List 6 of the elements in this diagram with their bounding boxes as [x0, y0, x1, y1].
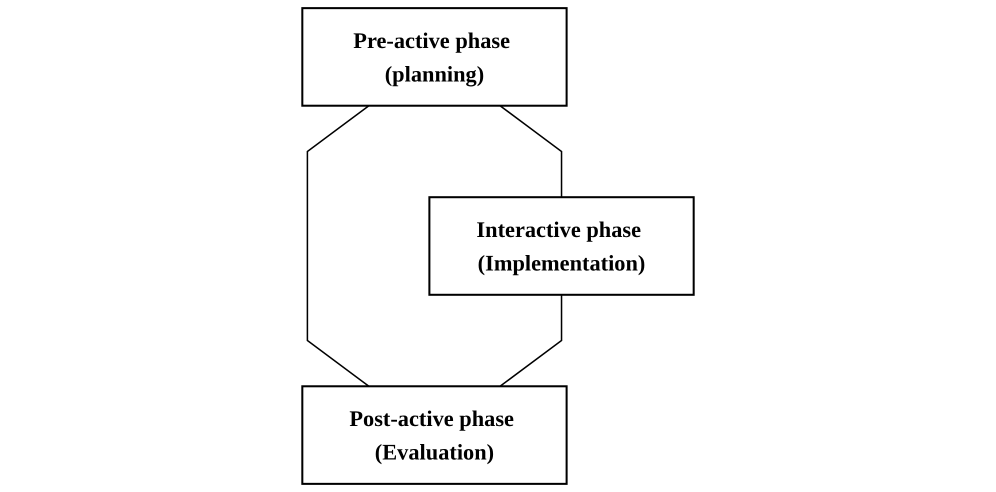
node-box: Pre-active phase (planning): [301, 7, 568, 107]
connector: [500, 294, 562, 387]
connector: [500, 105, 562, 198]
node-box: Post-active phase (Evaluation): [301, 385, 568, 485]
node-box: Interactive phase (Implementation): [428, 196, 695, 296]
connector: [306, 105, 370, 387]
